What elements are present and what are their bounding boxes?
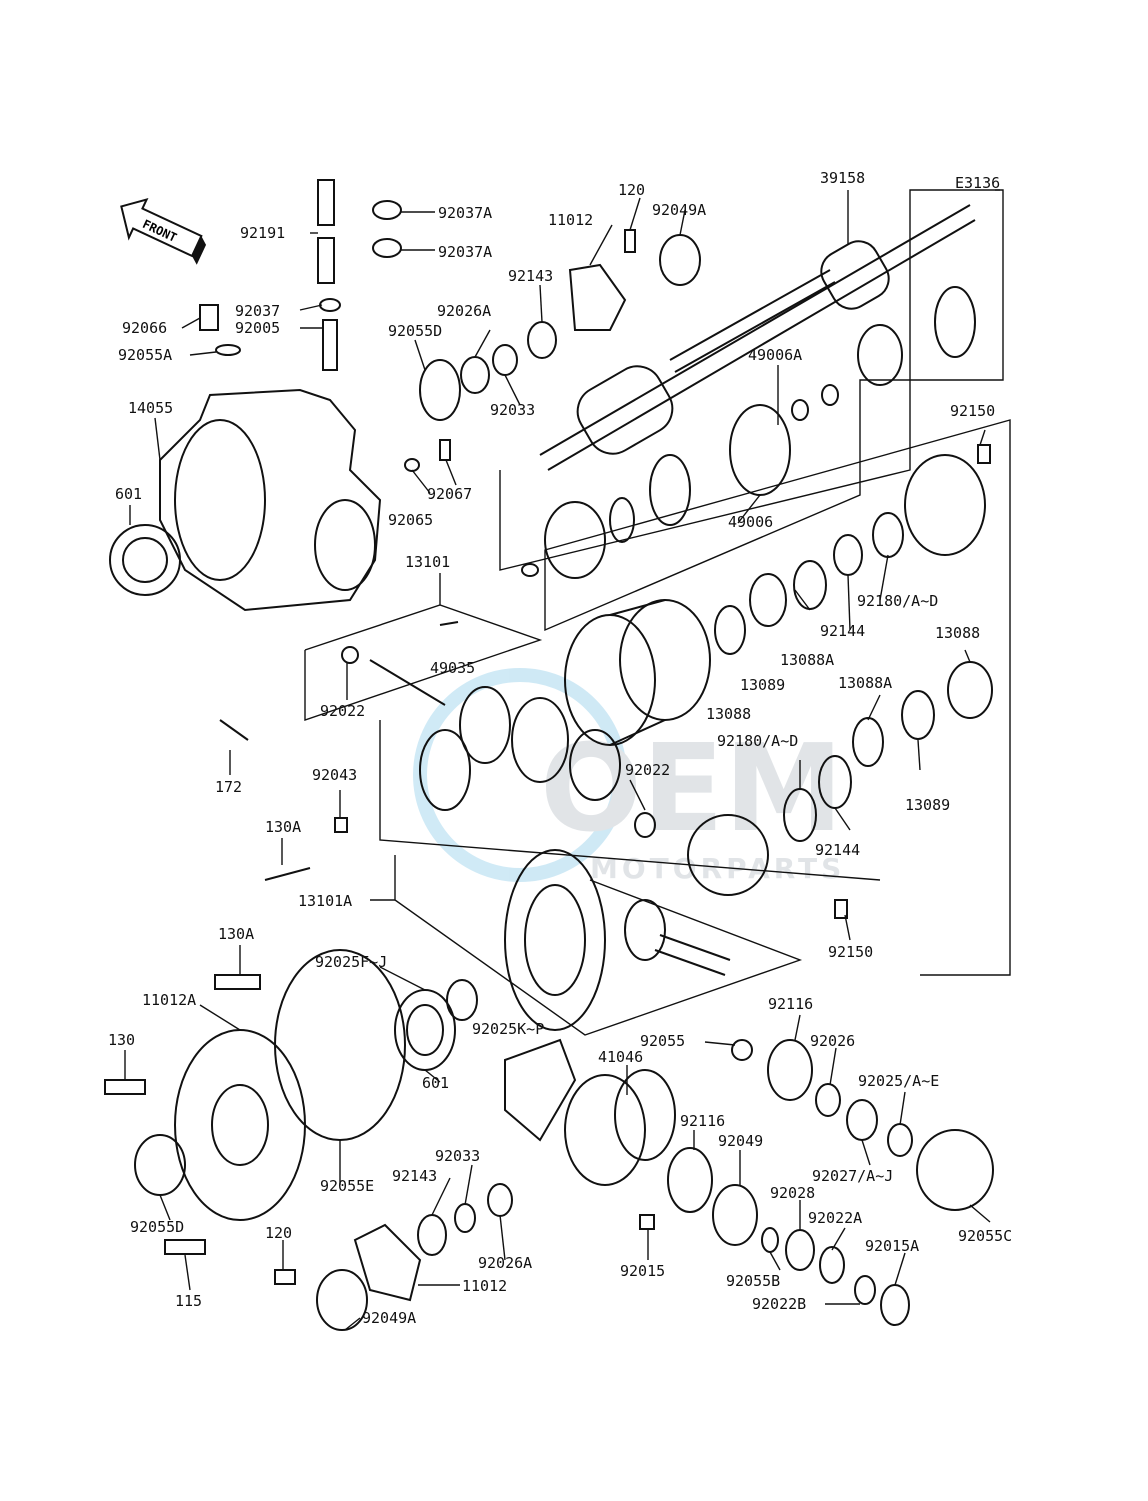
part-label-l71: 92049A: [362, 1309, 416, 1327]
part-label-l43: 92025F~J: [315, 953, 387, 971]
watermark: OEM MOTORPARTS: [413, 668, 845, 885]
leader-lines: [124, 189, 1000, 1331]
part-label-l32: 13088A: [838, 674, 892, 692]
part-label-l22: 49006: [728, 513, 773, 531]
part-label-l24: 92180/A~D: [857, 592, 938, 610]
ring-gear: [504, 849, 731, 1031]
part-label-l12: 92026A: [437, 302, 491, 320]
part-label-l55: 92033: [435, 1147, 480, 1165]
part-label-l44: 92116: [768, 995, 813, 1013]
part-label-l37: 13089: [905, 796, 950, 814]
part-label-l7: 92191: [240, 224, 285, 242]
part-label-l28: 13088A: [780, 651, 834, 669]
part-label-l56: 92027/A~J: [812, 1167, 893, 1185]
part-label-l33: 92180/A~D: [717, 732, 798, 750]
part-label-l59: 92028: [770, 1184, 815, 1202]
part-label-l18: 92150: [950, 402, 995, 420]
part-label-l4: 11012: [548, 211, 593, 229]
part-label-l23: 13101: [405, 553, 450, 571]
part-label-l41: 92150: [828, 943, 873, 961]
part-label-l2: 39158: [820, 169, 865, 187]
part-label-l35: 172: [215, 778, 242, 796]
part-label-l68: 92055B: [726, 1272, 780, 1290]
watermark-sub: MOTORPARTS: [590, 852, 845, 885]
part-label-l27: 92144: [820, 622, 865, 640]
part-label-l53: 92116: [680, 1112, 725, 1130]
part-label-l15: 49006A: [748, 346, 802, 364]
part-label-l11: 92005: [235, 319, 280, 337]
part-label-l48: 92026: [810, 1032, 855, 1050]
part-label-l10: 92066: [122, 319, 167, 337]
part-label-l67: 92015: [620, 1262, 665, 1280]
part-label-l49: 130: [108, 1031, 135, 1049]
part-label-l20: 601: [115, 485, 142, 503]
part-label-l69: 115: [175, 1292, 202, 1310]
part-label-l65: 92055C: [958, 1227, 1012, 1245]
gear-housing: [109, 388, 382, 612]
watermark-brand: OEM: [540, 720, 843, 859]
part-label-l25: 13088: [935, 624, 980, 642]
diagram-code: E3136: [955, 174, 1000, 192]
part-label-l5: 92049A: [652, 201, 706, 219]
part-label-l13: 92055D: [388, 322, 442, 340]
part-label-l62: 120: [265, 1224, 292, 1242]
part-label-l9: 92037: [235, 302, 280, 320]
part-label-l31: 13088: [706, 705, 751, 723]
part-label-l39: 92144: [815, 841, 860, 859]
part-labels: E3136 120 39158 92037A 11012 92049A 9203…: [108, 169, 1012, 1327]
part-label-l21: 92065: [388, 511, 433, 529]
part-label-l17: 14055: [128, 399, 173, 417]
part-label-l38: 130A: [265, 818, 301, 836]
part-label-l54: 92049: [718, 1132, 763, 1150]
part-label-l63: 92026A: [478, 1254, 532, 1272]
part-label-l6: 92037A: [438, 243, 492, 261]
part-label-l52: 601: [422, 1074, 449, 1092]
part-label-l70: 92022B: [752, 1295, 806, 1313]
part-label-l45: 11012A: [142, 991, 196, 1009]
part-label-l57: 92143: [392, 1167, 437, 1185]
part-label-l50: 41046: [598, 1048, 643, 1066]
part-label-l3: 92037A: [438, 204, 492, 222]
part-label-l42: 130A: [218, 925, 254, 943]
front-arrow-icon: FRONT: [120, 197, 207, 265]
part-label-l64: 92015A: [865, 1237, 919, 1255]
part-label-l30: 92022: [320, 702, 365, 720]
differential: [219, 599, 711, 881]
part-label-l1: 120: [618, 181, 645, 199]
part-label-l40: 13101A: [298, 892, 352, 910]
part-label-l46: 92025K~P: [472, 1020, 544, 1038]
part-label-l51: 92025/A~E: [858, 1072, 939, 1090]
drive-shaft: [539, 204, 976, 471]
part-label-l14: 92055A: [118, 346, 172, 364]
boots: [521, 286, 976, 579]
part-label-l8: 92143: [508, 267, 553, 285]
part-label-l16: 92033: [490, 401, 535, 419]
group-frames: [304, 189, 1011, 1036]
part-label-l34: 92022: [625, 761, 670, 779]
part-label-l60: 92055D: [130, 1218, 184, 1236]
part-label-l58: 92055E: [320, 1177, 374, 1195]
part-label-l26: 49035: [430, 659, 475, 677]
part-label-l61: 92022A: [808, 1209, 862, 1227]
part-label-l19: 92067: [427, 485, 472, 503]
part-label-l47: 92055: [640, 1032, 685, 1050]
part-label-l66: 11012: [462, 1277, 507, 1295]
part-label-l36: 92043: [312, 766, 357, 784]
part-label-l29: 13089: [740, 676, 785, 694]
